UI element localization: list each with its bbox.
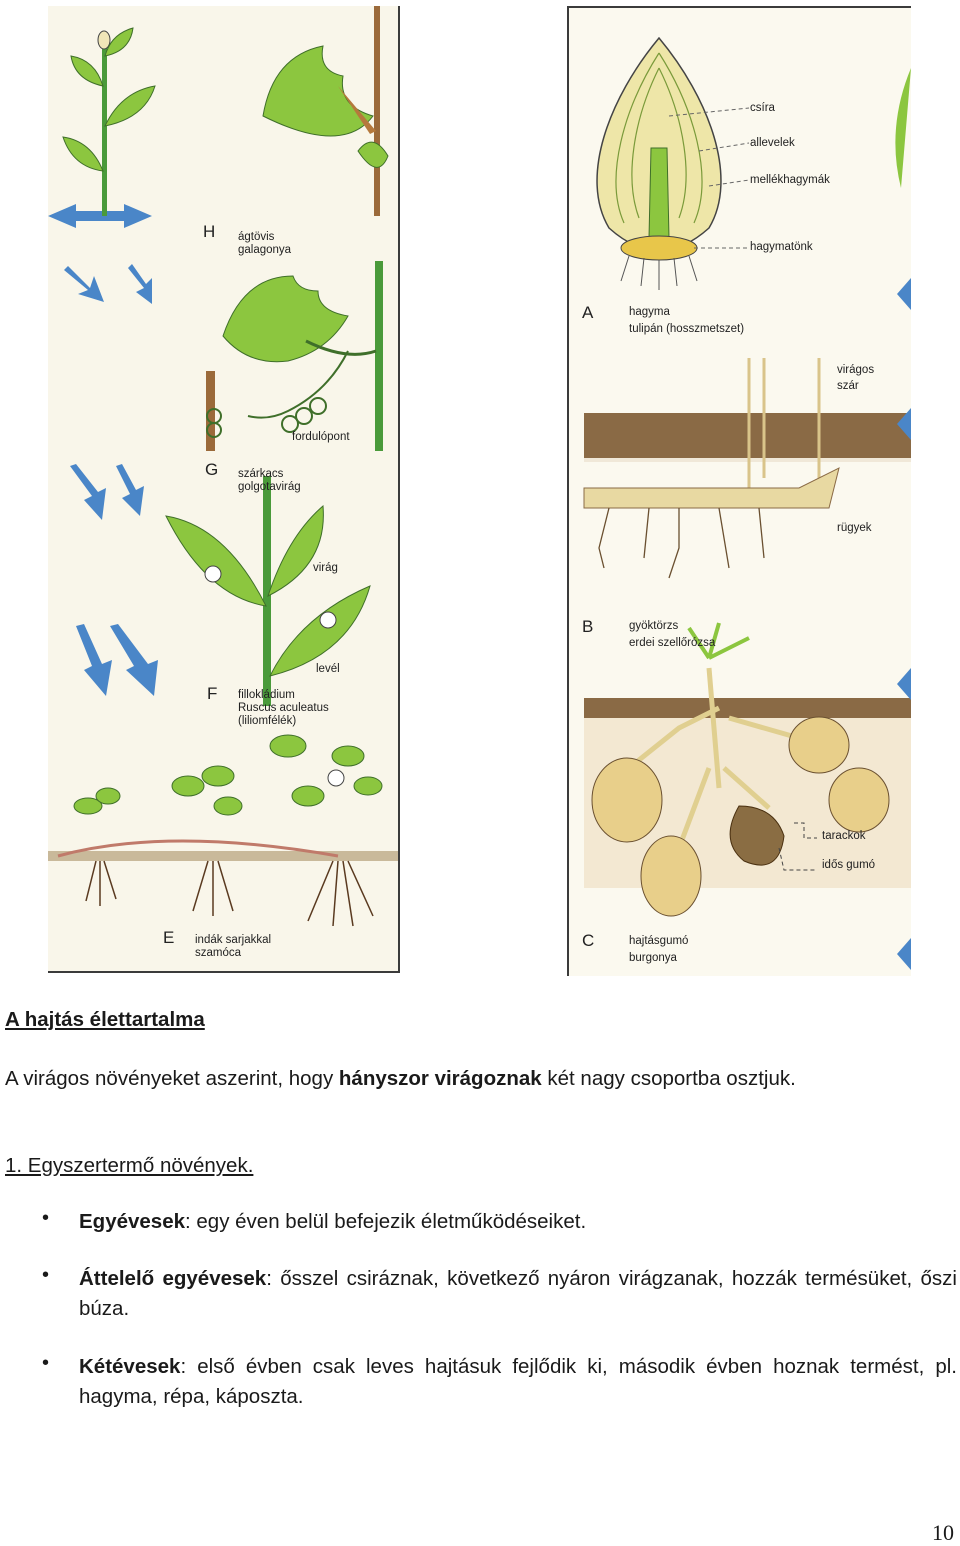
intro-pre: A virágos növényeket aszerint, hogy [5, 1067, 339, 1090]
list-item-term: Áttelelő egyévesek [79, 1267, 267, 1290]
section-title: A hajtás élettartalma [5, 1008, 205, 1031]
label-c-callout-stolon: tarackok [822, 830, 866, 842]
anemone-rhizome-drawing [583, 358, 911, 579]
strawberry-drawing [48, 734, 398, 927]
label-h-plant: galagonya [238, 244, 292, 256]
label-e-name: indák sarjakkal [195, 934, 272, 946]
label-letter-h: H [203, 222, 216, 241]
arrow-down-left [64, 266, 104, 302]
label-e-plant: szamóca [195, 947, 242, 959]
list-item-text: : ősszel csiráznak, következő nyáron vir… [79, 1267, 957, 1320]
hawthorn-drawing [62, 6, 389, 216]
label-b-plant: erdei szellőrózsa [629, 637, 716, 649]
list-item: Egyévesek: egy éven belül befejezik élet… [79, 1207, 957, 1237]
passionflower-drawing [206, 261, 383, 451]
tulip-bulb-drawing [596, 36, 911, 310]
label-letter-c: C [582, 931, 595, 950]
intro-post: két nagy csoportba osztjuk. [541, 1067, 796, 1090]
label-b-name: gyöktörzs [629, 620, 679, 632]
label-letter-a: A [582, 303, 594, 322]
label-g-name: szárkacs [238, 468, 284, 480]
label-b-callout-stem-1: virágos [837, 364, 875, 376]
label-c-callout-old: idős gumó [822, 859, 876, 871]
label-g-callout: fordulópont [292, 431, 350, 443]
list-item: Kétévesek: első évben csak leves hajtásu… [79, 1352, 957, 1412]
list-item: Áttelelő egyévesek: ősszel csiráznak, kö… [79, 1264, 957, 1324]
list-item-term: Egyévesek [79, 1210, 186, 1233]
label-f-family: (liliomfélék) [238, 715, 297, 727]
list-item-text: : egy éven belül befejezik életműködései… [185, 1210, 587, 1233]
label-a-name: hagyma [629, 306, 670, 318]
illustration-left [48, 6, 398, 927]
label-letter-f: F [207, 684, 218, 703]
bullet-icon: • [42, 1207, 50, 1229]
label-f-plant: Ruscus aculeatus [238, 702, 329, 714]
page-number: 10 [932, 1520, 954, 1545]
label-b-callout-stem-2: szár [837, 380, 859, 392]
label-c-plant: burgonya [629, 952, 677, 964]
figure-shoot-modifications-left: H ágtövis galagonya fordulópont G szárka… [48, 6, 400, 973]
label-a-callout-bulblets: mellékhagymák [750, 174, 830, 186]
label-f-name: fillokládium [238, 689, 295, 701]
label-b-callout-buds: rügyek [837, 522, 872, 534]
figure-shoot-modifications-right: csíra allevelek mellékhagymák hagymatönk… [567, 6, 911, 976]
intro-bold: hányszor virágoznak [338, 1067, 542, 1090]
label-a-plant: tulipán (hosszmetszet) [629, 323, 745, 335]
label-c-name: hajtásgumó [629, 935, 689, 947]
intro-paragraph: A virágos növényeket aszerint, hogy hány… [5, 1064, 956, 1094]
group-heading: 1. Egyszertermő növények. [5, 1154, 254, 1177]
bullet-icon: • [42, 1264, 50, 1286]
label-h-name: ágtövis [238, 231, 275, 243]
list-item-term: Kétévesek [79, 1355, 181, 1378]
label-letter-e: E [163, 928, 175, 947]
label-a-callout-basalplate: hagymatönk [750, 241, 813, 253]
illustration-right [583, 36, 911, 970]
label-letter-g: G [205, 460, 219, 479]
label-letter-b: B [582, 617, 594, 636]
bullet-icon: • [42, 1352, 50, 1374]
label-g-plant: golgotavirág [238, 481, 301, 493]
blue-arrows [48, 204, 158, 696]
list-item-text: : első évben csak leves hajtásuk fejlődi… [79, 1355, 957, 1408]
ruscus-drawing [165, 476, 371, 706]
label-f-callout-leaf: levél [316, 663, 340, 675]
label-a-callout-scales: allevelek [750, 137, 795, 149]
potato-tuber-drawing [584, 622, 911, 970]
label-a-callout-germ: csíra [750, 102, 775, 114]
label-f-callout-flower: virág [313, 562, 338, 574]
